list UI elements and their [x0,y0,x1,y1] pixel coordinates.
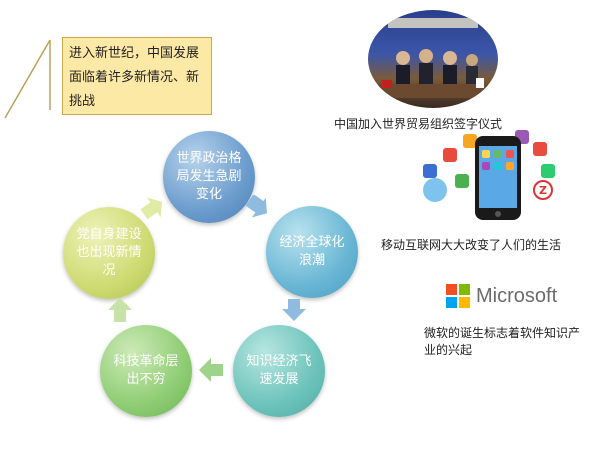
microsoft-logo-text: Microsoft [476,284,558,307]
arrow-icon [282,299,306,321]
callout-box: 进入新世纪，中国发展面临着许多新情况、新挑战 [62,37,212,115]
caption-mobile: 移动互联网大大改变了人们的生活 [381,238,562,252]
caption-microsoft: 微软的诞生标志着软件知识产业的兴起 [424,326,581,357]
cycle-node-world-politics: 世界政治格局发生急剧变化 [163,131,255,223]
arrow-icon [140,197,163,220]
callout-leader-lines [4,39,51,119]
arrow-icon [108,298,132,322]
microsoft-logo: Microsoft [446,284,557,308]
caption-wto: 中国加入世界贸易组织签字仪式 [334,117,503,131]
cycle-node-tech-revolution: 科技革命层出不穷 [100,325,192,417]
cycle-node-party-building: 党自身建设也出现新情况 [63,207,155,299]
microsoft-logo-icon [446,284,470,308]
cycle-node-economic-globalization: 经济全球化浪潮 [266,206,358,298]
arrow-icon [199,358,223,382]
svg-text:Z: Z [539,184,547,197]
mobile-internet-image: Z [415,128,565,228]
wto-ceremony-photo [368,10,498,108]
arrow-icon [245,195,268,218]
cycle-node-knowledge-economy: 知识经济飞速发展 [233,325,325,417]
